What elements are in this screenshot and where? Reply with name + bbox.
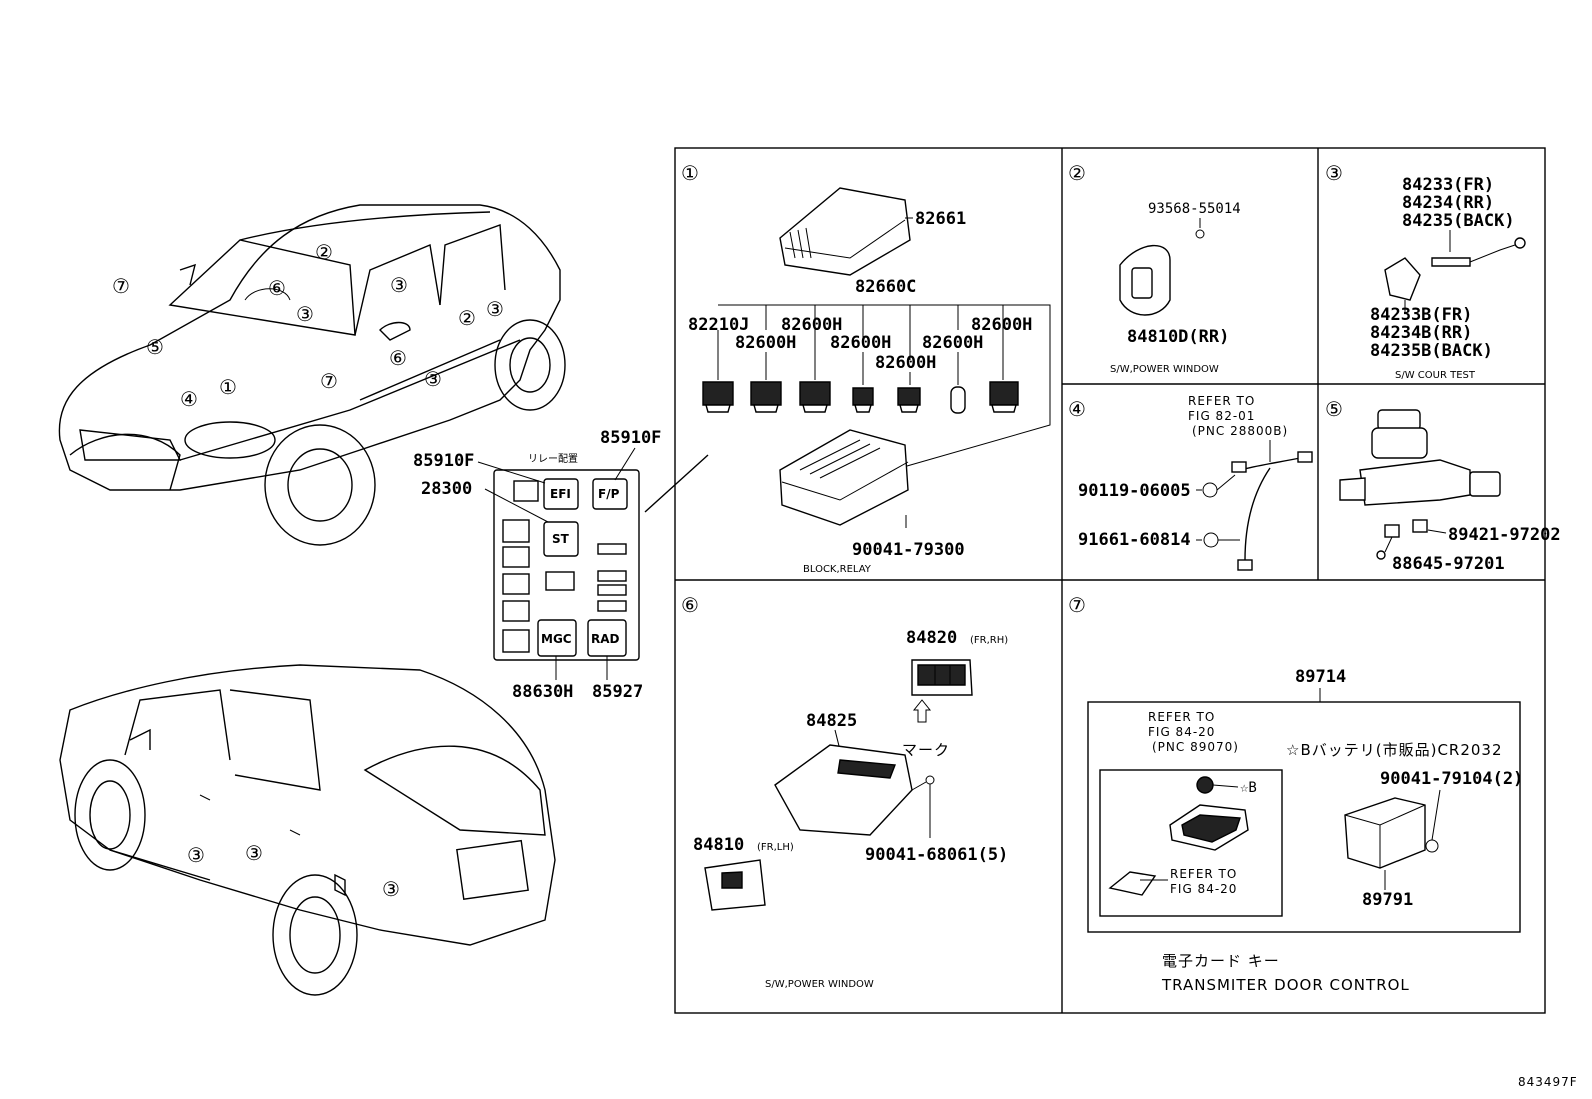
part-number: 84235(BACK)	[1402, 211, 1515, 231]
relay-st: ST	[552, 532, 570, 546]
part-number: 84820	[906, 628, 957, 648]
refer-text: FIG 82-01	[1188, 409, 1255, 423]
callout: ⑥	[389, 346, 407, 370]
part-number: 89421-97202	[1448, 525, 1561, 545]
part-number: 90041-68061(5)	[865, 845, 1008, 865]
part-number: 82600H	[922, 333, 983, 353]
panel-number: ③	[1325, 161, 1343, 185]
part-number: 90041-79300	[852, 540, 965, 560]
callout: ④	[180, 387, 198, 411]
part-number: 82661	[915, 209, 966, 229]
refer-text: (PNC 28800B)	[1192, 424, 1288, 438]
battery-note: ☆Bバッテリ(市販品)CR2032	[1286, 741, 1503, 759]
callout: ③	[382, 877, 400, 901]
callout: ③	[390, 273, 408, 297]
rear-car-callouts: ③ ③ ③	[187, 841, 400, 901]
panel-1-block-relay: ① 82661 82660C 82210J 82600H 82600H 8260…	[681, 161, 1051, 575]
panel-caption: S/W,POWER WINDOW	[1110, 364, 1219, 375]
panel-number: ⑦	[1068, 593, 1086, 617]
panel-caption: S/W COUR TEST	[1395, 370, 1476, 381]
callout: ⑦	[112, 274, 130, 298]
front-car-illustration	[58, 204, 566, 546]
mark-label: マーク	[902, 741, 950, 759]
part-number: 82660C	[855, 277, 916, 297]
part-number: 82600H	[830, 333, 891, 353]
panel-caption: S/W,POWER WINDOW	[765, 979, 874, 990]
panel-number: ⑥	[681, 593, 699, 617]
relay-layout-block: リレー配置 EFI F/P ST MGC RAD 85910F 85910F 2…	[413, 428, 709, 702]
panel-number: ⑤	[1325, 397, 1343, 421]
refer-text: FIG 84-20	[1170, 882, 1237, 896]
panel-5-master-cylinder: ⑤ 89421-97202 88645-97201	[1325, 397, 1561, 574]
star-b-label: ☆B	[1240, 780, 1257, 796]
panel-number: ①	[681, 161, 699, 185]
part-number: 85910F	[600, 428, 661, 448]
panel-number: ②	[1068, 161, 1086, 185]
panel-7-transmitter: ⑦ 89714 REFER TO FIG 84-20 (PNC 89070) ☆…	[1068, 593, 1523, 994]
part-number: 88645-97201	[1392, 554, 1505, 574]
front-car-callouts: ⑦ ⑥ ② ③ ③ ② ③ ⑤ ⑥ ④ ① ⑦ ③	[112, 240, 504, 411]
callout: ⑤	[146, 335, 164, 359]
part-number: 84810	[693, 835, 744, 855]
panel-number: ④	[1068, 397, 1086, 421]
panel-6-power-window-switch: ⑥ 84820 (FR,RH) マーク 84825 90041-68061(5)…	[681, 593, 1008, 990]
part-number: 82600H	[735, 333, 796, 353]
part-number: 88630H	[512, 682, 573, 702]
callout: ①	[219, 375, 237, 399]
panel-caption: TRANSMITER DOOR CONTROL	[1161, 976, 1410, 994]
part-number: 85927	[592, 682, 643, 702]
callout: ③	[296, 302, 314, 326]
part-number: 90119-06005	[1078, 481, 1191, 501]
part-number: 82600H	[875, 353, 936, 373]
part-number: 82210J	[688, 315, 749, 335]
part-number: 90041-79104(2)	[1380, 769, 1523, 789]
part-number: 84235B(BACK)	[1370, 341, 1493, 361]
panel-3-courtesy-switch: ③ 84233(FR) 84234(RR) 84235(BACK) 84233B…	[1325, 161, 1526, 381]
callout: ②	[458, 306, 476, 330]
part-number: 84234B(RR)	[1370, 323, 1472, 343]
callout: ③	[187, 843, 205, 867]
callout: ③	[486, 297, 504, 321]
callout: ⑥	[268, 276, 286, 300]
relay-mgc: MGC	[541, 632, 572, 646]
relay-rad: RAD	[591, 632, 620, 646]
panel-4-wire: ④ REFER TO FIG 82-01 (PNC 28800B) 90119-…	[1068, 394, 1313, 571]
panel-grid	[674, 147, 1546, 1014]
part-number: 84810D(RR)	[1127, 327, 1229, 347]
part-number: 89714	[1295, 667, 1346, 687]
refer-text: REFER TO	[1188, 394, 1255, 408]
part-number: 93568-55014	[1148, 201, 1241, 217]
part-number: 84233B(FR)	[1370, 305, 1472, 325]
callout: ⑦	[320, 369, 338, 393]
refer-text: REFER TO	[1170, 867, 1237, 881]
figure-id: 843497F	[1518, 1075, 1578, 1089]
refer-text: (PNC 89070)	[1152, 740, 1239, 754]
part-number: 84234(RR)	[1402, 193, 1494, 213]
rear-car-illustration	[59, 664, 556, 996]
panel-caption: BLOCK,RELAY	[803, 564, 872, 575]
part-suffix: (FR,RH)	[970, 635, 1008, 646]
part-number: 91661-60814	[1078, 530, 1191, 550]
panel-caption-jp: 電子カード キー	[1162, 952, 1280, 970]
part-number: 28300	[421, 479, 472, 499]
callout: ②	[315, 240, 333, 264]
callout: ③	[245, 841, 263, 865]
relay-layout-title: リレー配置	[528, 453, 578, 465]
part-number: 82600H	[971, 315, 1032, 335]
part-number: 89791	[1362, 890, 1413, 910]
part-number: 84825	[806, 711, 857, 731]
relay-efi: EFI	[550, 487, 571, 501]
part-suffix: (FR,LH)	[757, 842, 794, 853]
relay-fp: F/P	[598, 487, 620, 501]
part-number: 85910F	[413, 451, 474, 471]
callout: ③	[424, 367, 442, 391]
refer-text: FIG 84-20	[1148, 725, 1215, 739]
panel-2-power-window-switch: ② 93568-55014 84810D(RR) S/W,POWER WINDO…	[1068, 161, 1241, 375]
part-number: 82600H	[781, 315, 842, 335]
part-number: 84233(FR)	[1402, 175, 1494, 195]
refer-text: REFER TO	[1148, 710, 1215, 724]
